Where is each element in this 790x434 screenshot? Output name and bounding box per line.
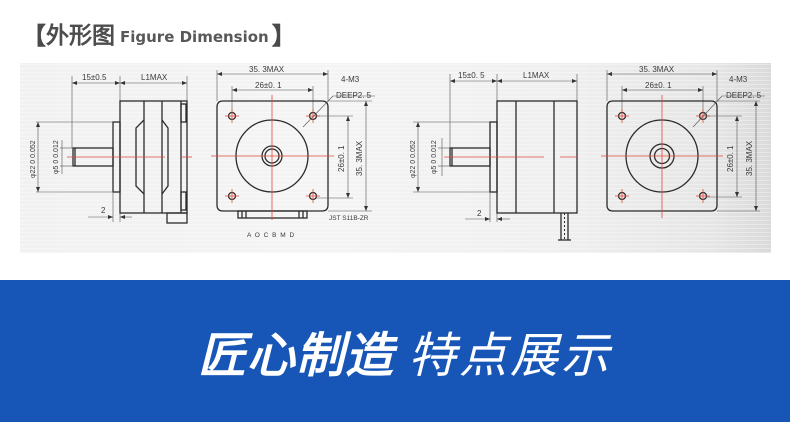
left-hole-spec-label: 4-M3	[341, 75, 360, 84]
dimension-drawing: 15±0.5 L1MAX φ22 0 0.052 φ5 0 0.012 2	[30, 65, 765, 241]
right-hole-depth-label: DEEP2. 5	[726, 91, 762, 100]
left-connector-label: JST S11B-ZR	[329, 215, 369, 222]
right-side-view	[413, 74, 578, 241]
left-flange-thickness-label: 2	[101, 206, 106, 215]
left-overall-height-label: 35. 3MAX	[355, 140, 364, 176]
left-flange-diameter-label: φ22 0 0.052	[30, 140, 37, 178]
left-hole-depth-label: DEEP2. 5	[336, 91, 372, 100]
heading-bracket-close: 】	[271, 22, 296, 50]
left-hole-spacing-v-label: 26±0. 1	[337, 145, 346, 172]
right-hole-spacing-h-label: 26±0. 1	[645, 81, 672, 90]
right-overall-width-label: 35. 3MAX	[639, 65, 675, 74]
banner-title-light: 特点展示	[408, 328, 613, 384]
right-flange-thickness-label: 2	[477, 209, 482, 218]
left-body-length-label: L1MAX	[141, 73, 168, 82]
banner-title-bold: 匠心制造	[197, 328, 394, 384]
right-hole-spacing-v-label: 26±0. 1	[726, 145, 735, 172]
right-flange-diameter-label: φ22 0 0.052	[410, 140, 417, 178]
left-side-view	[36, 76, 192, 224]
left-shaft-length-label: 15±0.5	[82, 73, 107, 82]
left-shaft-diameter-label: φ5 0 0.012	[53, 140, 60, 174]
right-shaft-length-label: 15±0. 5	[458, 71, 485, 80]
right-hole-spec-label: 4-M3	[729, 75, 748, 84]
right-body-length-label: L1MAX	[523, 71, 550, 80]
section-heading: 【 外形图 Figure Dimension 】	[22, 22, 296, 50]
heading-title-en: Figure Dimension	[120, 28, 269, 46]
left-front-view	[211, 70, 375, 220]
right-overall-height-label: 35. 3MAX	[745, 140, 754, 176]
feature-banner: 匠心制造 特点展示	[0, 280, 790, 422]
banner-title: 匠心制造 特点展示	[0, 280, 790, 422]
right-front-view	[601, 70, 765, 218]
left-overall-width-label: 35. 3MAX	[249, 65, 285, 74]
heading-bracket-open: 【	[22, 22, 46, 50]
dimension-drawing-panel: 15±0.5 L1MAX φ22 0 0.052 φ5 0 0.012 2	[20, 63, 771, 253]
left-pin-labels: A O C B M D	[247, 232, 295, 239]
left-hole-spacing-h-label: 26±0. 1	[255, 81, 282, 90]
right-shaft-diameter-label: φ5 0 0.012	[431, 140, 438, 174]
heading-title-cn: 外形图	[46, 23, 115, 49]
